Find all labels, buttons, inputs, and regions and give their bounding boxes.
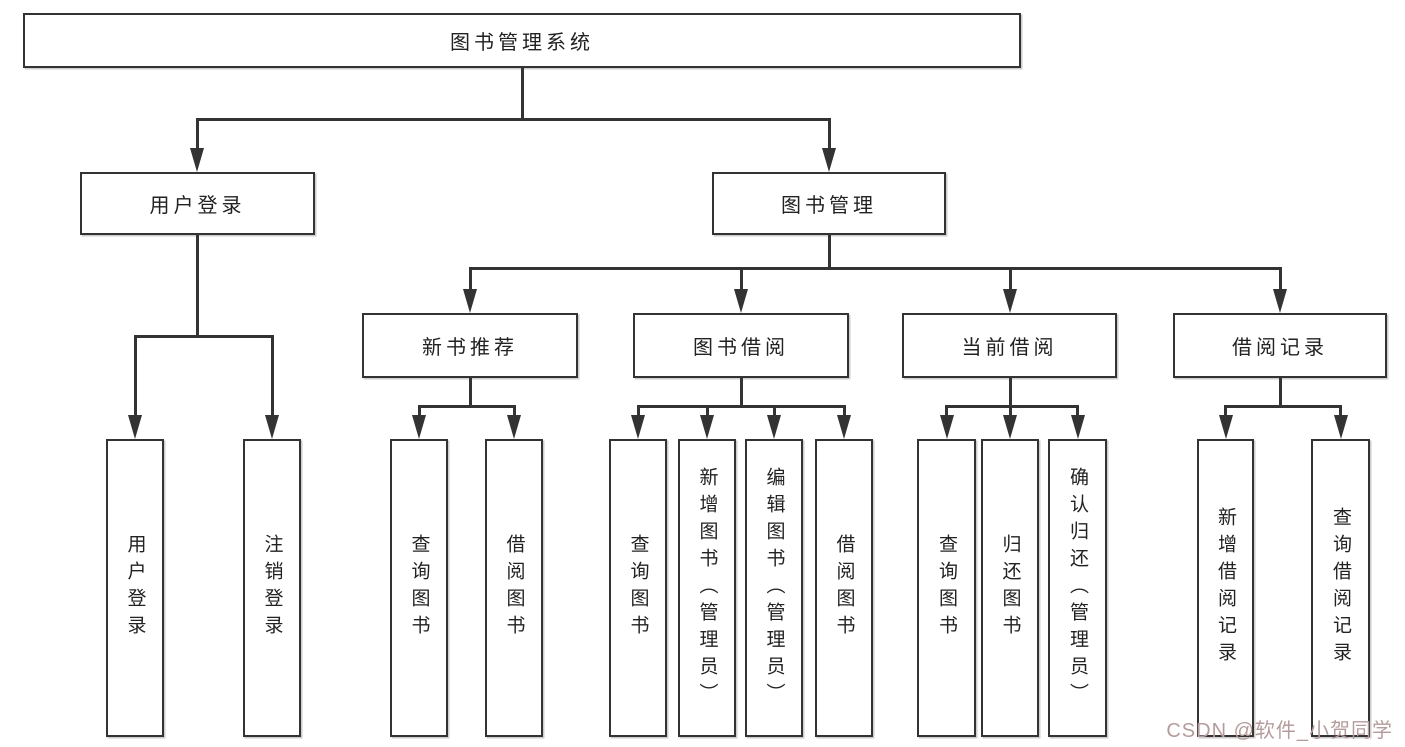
leaf-records-add-record-label: 新增借阅记录 <box>1215 507 1236 669</box>
connector-line <box>195 118 199 152</box>
connector-line <box>417 405 516 408</box>
connector-line <box>1224 405 1227 418</box>
arrowhead-down-icon <box>837 415 851 439</box>
connector-line <box>945 405 1079 408</box>
leaf-logout-label: 注销登录 <box>261 534 283 642</box>
node-user-login-label: 用户登录 <box>149 195 246 217</box>
connector-line <box>739 378 743 408</box>
arrowhead-down-icon <box>265 415 279 439</box>
node-current-borrowing: 当前借阅 <box>902 313 1117 378</box>
arrowhead-down-icon <box>507 415 521 439</box>
node-book-borrowing: 图书借阅 <box>633 313 849 378</box>
leaf-user-login: 用户登录 <box>106 439 164 737</box>
leaf-borrow-borrow-books-label: 借阅图书 <box>833 534 855 642</box>
leaf-current-query-books-label: 查询图书 <box>936 534 957 642</box>
leaf-user-login-label: 用户登录 <box>124 534 146 642</box>
connector-line <box>827 235 831 270</box>
leaf-borrow-edit-books-admin: 编辑图书（管理员） <box>745 439 803 737</box>
leaf-current-confirm-return-admin-label: 确认归还（管理员） <box>1067 466 1088 710</box>
node-new-book-recommend: 新书推荐 <box>362 313 578 378</box>
node-root: 图书管理系统 <box>23 13 1021 68</box>
connector-line <box>739 267 743 293</box>
connector-line <box>468 378 472 408</box>
arrowhead-down-icon <box>822 148 836 172</box>
arrowhead-down-icon <box>1070 415 1085 439</box>
leaf-records-add-record: 新增借阅记录 <box>1197 439 1254 737</box>
leaf-borrow-add-books-admin: 新增图书（管理员） <box>678 439 736 737</box>
node-book-borrowing-label: 图书借阅 <box>693 337 789 359</box>
connector-line <box>1224 405 1342 408</box>
connector-line <box>827 118 831 152</box>
connector-line <box>842 405 846 418</box>
connector-line <box>1076 405 1079 418</box>
node-root-label: 图书管理系统 <box>450 32 594 54</box>
arrowhead-down-icon <box>190 148 204 172</box>
arrowhead-down-icon <box>1333 415 1348 439</box>
leaf-borrow-edit-books-admin-label: 编辑图书（管理员） <box>763 466 785 710</box>
connector-line <box>195 235 199 337</box>
arrowhead-down-icon <box>1218 415 1233 439</box>
connector-line <box>133 335 137 419</box>
csdn-watermark: CSDN @软件_小贺同学 <box>1166 720 1393 742</box>
arrowhead-down-icon <box>1003 289 1017 313</box>
leaf-current-query-books: 查询图书 <box>917 439 976 737</box>
arrowhead-down-icon <box>700 415 714 439</box>
connector-line <box>636 405 640 418</box>
node-book-management: 图书管理 <box>712 172 946 235</box>
connector-line <box>705 405 709 418</box>
leaf-recommend-borrow-books: 借阅图书 <box>485 439 543 737</box>
connector-line <box>270 335 274 419</box>
arrowhead-down-icon <box>767 415 781 439</box>
leaf-recommend-borrow-books-label: 借阅图书 <box>503 534 525 642</box>
connector-line <box>1278 378 1282 408</box>
leaf-borrow-query-books: 查询图书 <box>609 439 667 737</box>
leaf-recommend-query-books: 查询图书 <box>390 439 448 737</box>
node-book-management-label: 图书管理 <box>781 195 877 217</box>
connector-line <box>1008 378 1012 408</box>
connector-line <box>1008 405 1012 418</box>
connector-line <box>520 68 524 121</box>
connector-line <box>468 267 472 293</box>
node-user-login: 用户登录 <box>80 172 315 235</box>
arrowhead-down-icon <box>631 415 645 439</box>
leaf-borrow-borrow-books: 借阅图书 <box>815 439 873 737</box>
leaf-current-return-books: 归还图书 <box>981 439 1039 737</box>
leaf-borrow-add-books-admin-label: 新增图书（管理员） <box>696 466 718 710</box>
arrowhead-down-icon <box>1003 415 1017 439</box>
arrowhead-down-icon <box>463 289 477 313</box>
connector-line <box>468 267 1282 270</box>
connector-line <box>1008 267 1012 293</box>
connector-line <box>133 335 274 338</box>
leaf-logout: 注销登录 <box>243 439 301 737</box>
arrowhead-down-icon <box>1273 289 1287 313</box>
leaf-records-query-record-label: 查询借阅记录 <box>1330 507 1351 669</box>
connector-line <box>512 405 516 418</box>
connector-line <box>417 405 421 418</box>
leaf-current-confirm-return-admin: 确认归还（管理员） <box>1048 439 1107 737</box>
leaf-current-return-books-label: 归还图书 <box>999 534 1021 642</box>
arrowhead-down-icon <box>128 415 142 439</box>
node-current-borrowing-label: 当前借阅 <box>961 337 1058 359</box>
arrowhead-down-icon <box>412 415 426 439</box>
leaf-recommend-query-books-label: 查询图书 <box>408 534 430 642</box>
node-borrowing-records: 借阅记录 <box>1173 313 1387 378</box>
arrowhead-down-icon <box>734 289 748 313</box>
connector-line <box>945 405 948 418</box>
arrowhead-down-icon <box>939 415 954 439</box>
leaf-records-query-record: 查询借阅记录 <box>1311 439 1370 737</box>
leaf-borrow-query-books-label: 查询图书 <box>627 534 649 642</box>
node-borrowing-records-label: 借阅记录 <box>1232 337 1328 359</box>
connector-line <box>636 405 846 408</box>
node-new-book-recommend-label: 新书推荐 <box>422 337 518 359</box>
connector-line <box>1278 267 1282 293</box>
connector-line <box>195 118 831 121</box>
connector-line <box>772 405 776 418</box>
connector-line <box>1339 405 1342 418</box>
